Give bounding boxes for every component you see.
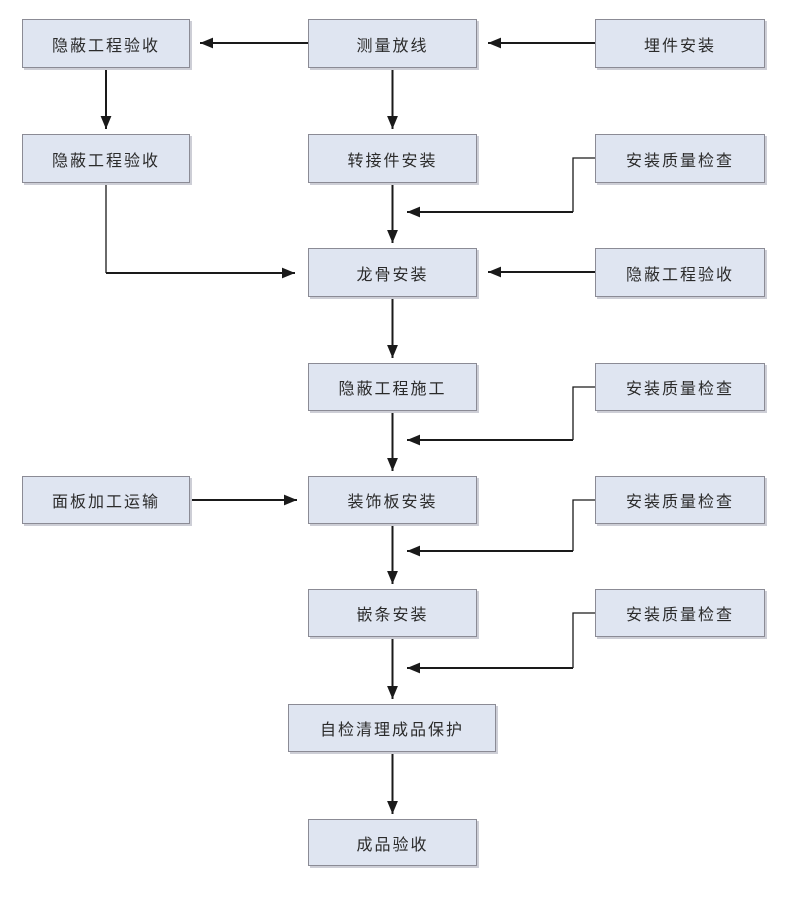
node-decorative-panel-install: 装饰板安装 bbox=[308, 476, 477, 524]
node-finished-acceptance: 成品验收 bbox=[308, 819, 477, 866]
node-quality-check-1: 安装质量检查 bbox=[595, 134, 765, 183]
node-hidden-acceptance-2: 隐蔽工程验收 bbox=[22, 134, 190, 183]
line-qc2-elbow bbox=[572, 386, 595, 440]
node-keel-install: 龙骨安装 bbox=[308, 248, 477, 297]
node-quality-check-3: 安装质量检查 bbox=[595, 476, 765, 524]
line-qc1-elbow bbox=[572, 157, 595, 212]
node-hidden-acceptance-3: 隐蔽工程验收 bbox=[595, 248, 765, 297]
node-hidden-construction: 隐蔽工程施工 bbox=[308, 363, 477, 411]
node-quality-check-4: 安装质量检查 bbox=[595, 589, 765, 637]
node-self-check-cleanup-protection: 自检清理成品保护 bbox=[288, 704, 496, 752]
node-adapter-install: 转接件安装 bbox=[308, 134, 477, 183]
node-quality-check-2: 安装质量检查 bbox=[595, 363, 765, 411]
line-qc4-elbow bbox=[572, 612, 595, 668]
node-hidden-acceptance-1: 隐蔽工程验收 bbox=[22, 19, 190, 68]
node-measure-layout: 测量放线 bbox=[308, 19, 477, 68]
line-qc3-elbow bbox=[572, 499, 595, 551]
node-embed-install: 埋件安装 bbox=[595, 19, 765, 68]
node-inlay-strip-install: 嵌条安装 bbox=[308, 589, 477, 637]
node-panel-process-transport: 面板加工运输 bbox=[22, 476, 190, 524]
